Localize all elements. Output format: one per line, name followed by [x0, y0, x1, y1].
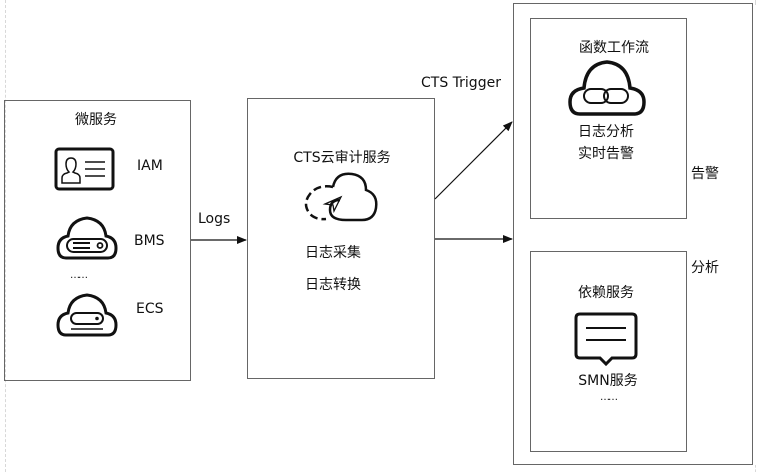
cts-box [247, 98, 435, 379]
smn-service-label: SMN服务 [578, 373, 638, 389]
function-workflow-title: 函数工作流 [579, 40, 649, 56]
function-workflow-line-analysis: 日志分析 [578, 124, 634, 140]
target-services-box [513, 3, 753, 465]
iam-label: IAM [137, 158, 163, 174]
cts-line-collect: 日志采集 [305, 245, 361, 261]
message-icon [574, 312, 638, 367]
cloud-link-icon [568, 60, 646, 116]
cts-line-transform: 日志转换 [305, 277, 361, 293]
microservices-box [4, 100, 191, 381]
cloud-disk-icon [56, 293, 118, 337]
logs-edge-label: Logs [198, 211, 231, 227]
microservices-title: 微服务 [75, 112, 117, 128]
bms-label: BMS [134, 233, 165, 249]
microservices-ellipsis: …… [70, 270, 88, 281]
guide-line-right [755, 0, 756, 5]
function-workflow-box [530, 18, 687, 219]
cts-trigger-arrow [434, 121, 513, 200]
cloud-server-icon [56, 216, 118, 260]
cts-trigger-edge-label: CTS Trigger [421, 75, 501, 91]
guide-line-left [5, 0, 6, 472]
id-card-icon [54, 147, 115, 191]
analysis-edge-label: 分析 [691, 260, 719, 276]
dependent-services-title: 依赖服务 [578, 285, 634, 301]
cloud-send-icon [304, 172, 378, 222]
function-workflow-line-alert: 实时告警 [578, 146, 634, 162]
alert-edge-label: 告警 [691, 166, 719, 182]
dependent-services-ellipsis: …… [600, 392, 618, 403]
cts-title: CTS云审计服务 [293, 150, 391, 166]
ecs-label: ECS [136, 301, 164, 317]
dependent-services-box [530, 251, 687, 452]
guide-line-right-bottom [755, 465, 756, 472]
